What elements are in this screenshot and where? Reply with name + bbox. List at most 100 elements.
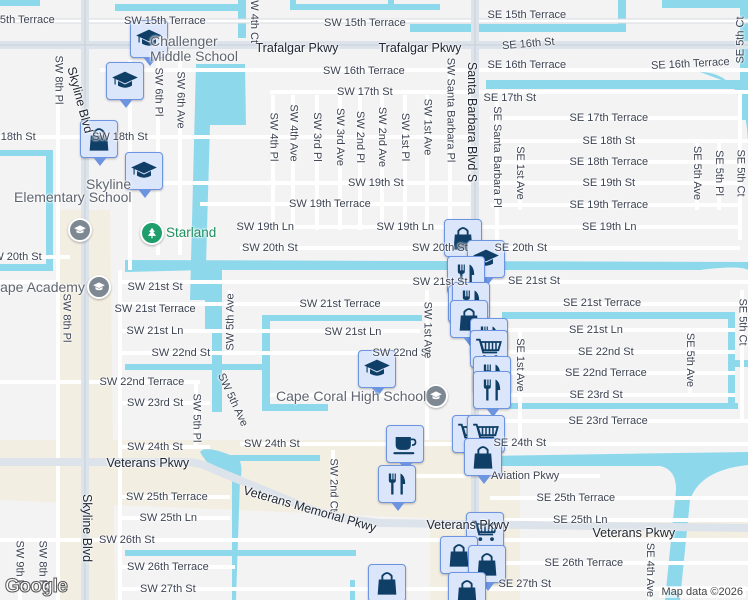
street-label: Santa Barbara Blvd S [465, 61, 480, 183]
street-label: SE 4th Ave [644, 542, 657, 598]
shopping-bag-marker[interactable] [80, 120, 118, 166]
place-label-skyline-elementary-1[interactable]: Skyline [86, 176, 132, 192]
street-label: SW 2nd Ave [376, 106, 389, 168]
street-label: SW 26th Terrace [127, 561, 209, 573]
street-label: SE 21st Ln [569, 324, 623, 336]
street-label: Veterans Pkwy [426, 518, 510, 532]
street-label: SW 18th St [92, 131, 148, 143]
street-label: SW 8th Pl [51, 55, 64, 105]
shopping-bag-marker[interactable] [448, 572, 486, 600]
street-label: SE 18th St [582, 135, 636, 147]
shopping-bag-icon [453, 577, 481, 600]
place-label-starland[interactable]: Starland [166, 225, 217, 240]
street-label: SE 1st Ave [513, 338, 526, 392]
street-label: SW 21st Ln [324, 326, 382, 338]
street-label: Trafalgar Pkwy [255, 41, 339, 55]
street-label: SW 20th St [412, 242, 468, 254]
shopping-bag-marker[interactable] [368, 564, 406, 600]
google-logo: Google [4, 576, 68, 598]
street-label: SW 21st St [127, 281, 183, 293]
school-marker[interactable] [130, 20, 168, 66]
shopping-bag-icon [473, 550, 501, 578]
street-label: SE 27th St [498, 578, 552, 590]
school-icon [363, 355, 391, 383]
street-label: SE 21st Terrace [563, 297, 642, 309]
street-label: SE 19th St [582, 177, 636, 189]
map-attribution[interactable]: Map data ©2026 [658, 586, 746, 598]
street-label: SW 2nd Ct [327, 458, 340, 512]
coffee-icon [391, 430, 419, 458]
street-label: Skyline Blvd [80, 493, 95, 563]
school-marker[interactable] [358, 350, 396, 396]
street-label: SW 15th Terrace [124, 15, 206, 27]
street-label: Trafalgar Pkwy [378, 41, 462, 55]
place-label-skyline-elementary-2[interactable]: Elementary School [14, 189, 132, 205]
school-icon [135, 25, 163, 53]
street-label: SW 6th Ave [174, 71, 187, 129]
school-marker[interactable] [106, 62, 144, 108]
park-tree-icon[interactable] [140, 221, 164, 245]
street-label: SW 25th Terrace [126, 491, 208, 503]
street-label: SE 5th Ct [734, 149, 747, 197]
street-label: SE 25th Terrace [536, 492, 616, 504]
street-label: SE 26th Terrace [544, 557, 624, 569]
street-label: SE 5th Ave [691, 145, 704, 201]
school-icon [130, 157, 158, 185]
street-label: SE 17th Terrace [569, 112, 649, 124]
street-label: Veterans Pkwy [592, 526, 676, 540]
street-label: SW 26th St [99, 534, 155, 546]
restaurant-icon [452, 261, 480, 289]
street-label: SE Santa Barbara Pl [490, 106, 503, 208]
place-label-cape-coral-high-school[interactable]: Cape Coral High School [276, 388, 427, 404]
street-label: SE 5th Ave [684, 332, 697, 388]
street-label: SW 3rd Pl [310, 112, 323, 162]
street-label: SW 20th St [0, 251, 42, 263]
street-label: SE 18th Terrace [569, 156, 649, 168]
street-label: SW 15th Terrace [324, 17, 406, 29]
street-label: SW 19th St [348, 177, 404, 189]
school-icon [111, 67, 139, 95]
street-label: SW 16th Terrace [323, 65, 405, 77]
street-label: SE 1st Ave [513, 146, 526, 200]
street-label: SW 19th Terrace [289, 198, 371, 210]
shopping-bag-icon [373, 569, 401, 597]
place-label-challenger-middle-school[interactable]: Challenger Middle School [150, 33, 238, 64]
street-label: SE 24th St [493, 437, 547, 449]
street-label: SW 1st Ave [420, 301, 433, 359]
street-label: SW 24th St [244, 438, 300, 450]
coffee-marker[interactable] [386, 425, 424, 471]
restaurant-icon [383, 470, 411, 498]
shopping-bag-icon [445, 541, 473, 569]
street-label: SW 3rd Ave [333, 108, 346, 166]
street-label: SE 16th Terrace [487, 59, 567, 71]
street-label: SE 22nd Terrace [565, 367, 647, 379]
street-label: Veterans Pkwy [106, 456, 190, 470]
place-label-cape-academy[interactable]: Cape Academy [0, 279, 85, 295]
street-label: SW 8th Pl [59, 293, 72, 343]
street-label: SE 23rd Terrace [568, 415, 648, 427]
school-poi-icon[interactable] [68, 218, 92, 242]
street-label: SW 4th Ave [287, 104, 300, 162]
street-label: SW 18th St [0, 131, 36, 143]
street-label: Aviation Pkwy [491, 470, 560, 482]
street-label: SW 21st Terrace [114, 303, 196, 315]
restaurant-marker[interactable] [378, 465, 416, 511]
street-edges [0, 18, 748, 24]
street-label: SW 19th Ln [376, 221, 434, 233]
school-poi-icon[interactable] [424, 384, 448, 408]
street-label: SW Santa Barbara Pl [443, 57, 456, 163]
street-label: SE 5th Pl [712, 150, 725, 196]
school-marker[interactable] [125, 152, 163, 198]
shopping-bag-marker[interactable] [464, 438, 502, 484]
street-label: SW 5th Ave [224, 293, 237, 351]
restaurant-marker[interactable] [473, 371, 511, 417]
shopping-bag-icon [469, 443, 497, 471]
street-label: SW 25th Ln [139, 512, 197, 524]
school-poi-icon[interactable] [87, 275, 111, 299]
street-label: SE 19th Ln [582, 221, 637, 233]
street-label: SE 23rd St [569, 389, 623, 401]
street-label: SW 27th St [140, 583, 196, 595]
street-label: SW 21st St [412, 276, 468, 288]
street-label: SW 22nd St [372, 347, 432, 359]
